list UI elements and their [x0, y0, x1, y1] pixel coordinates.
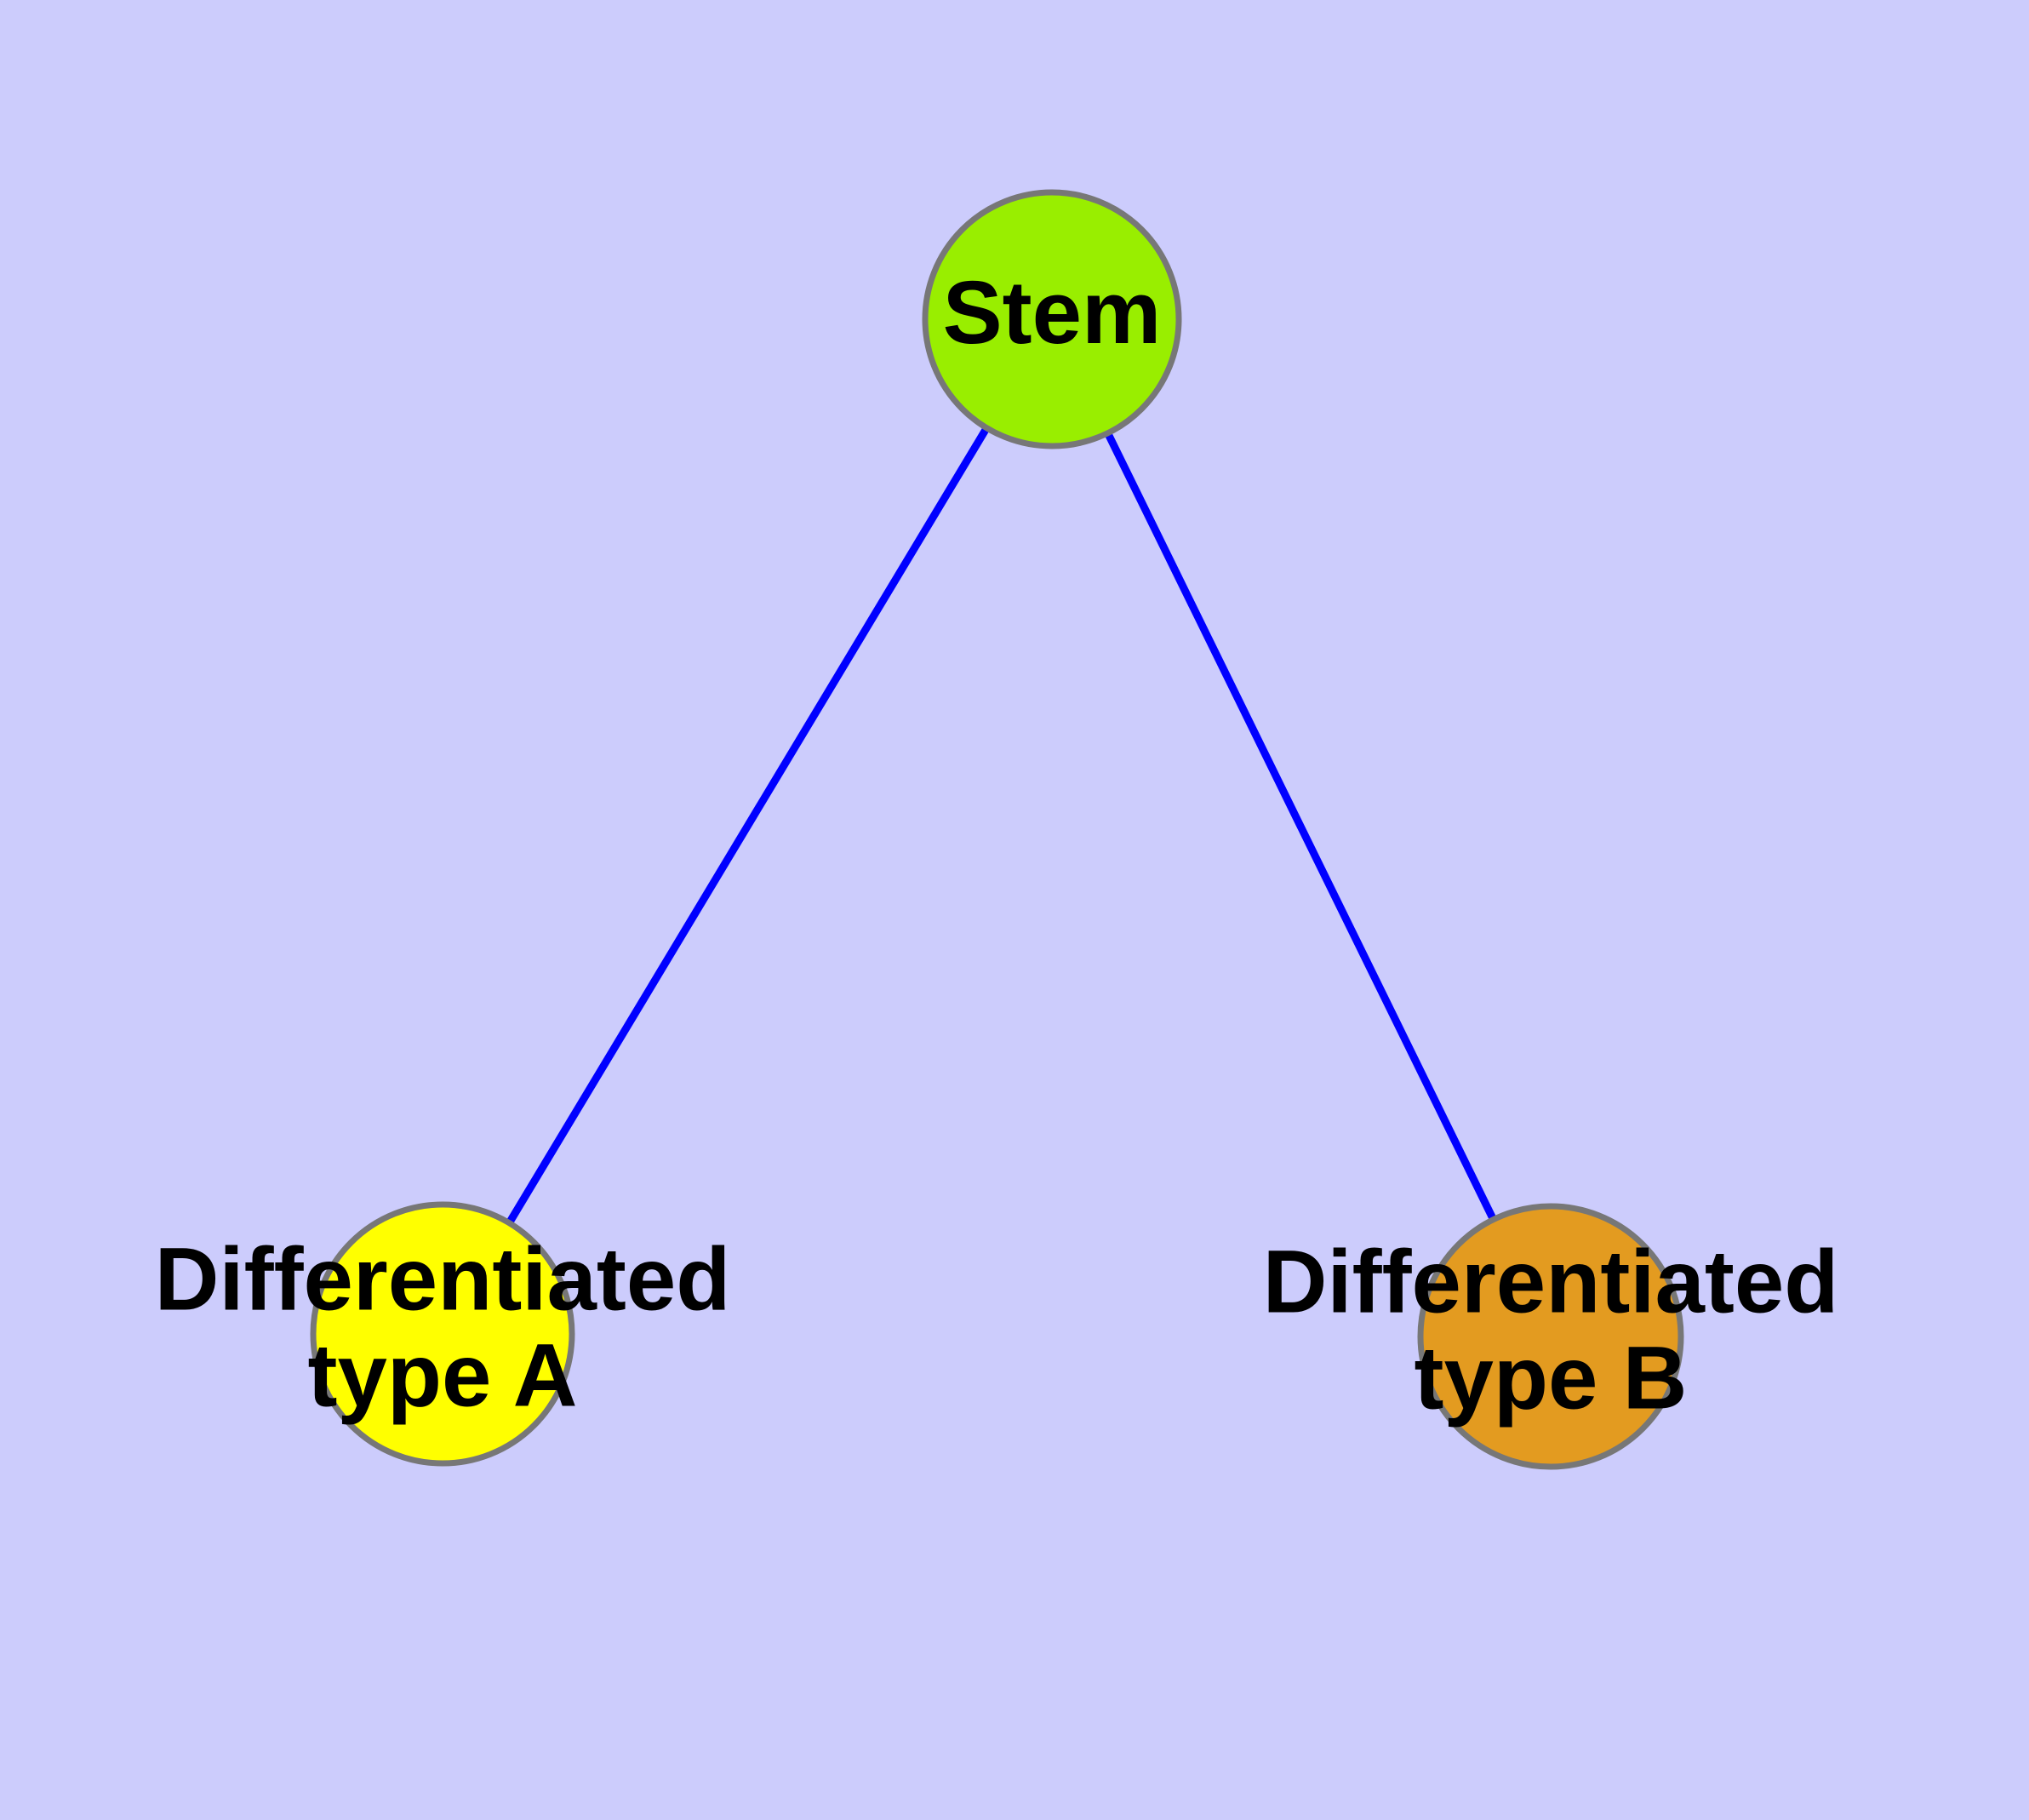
node-label-line: type B: [1415, 1328, 1688, 1428]
edge-layer: [504, 422, 1499, 1228]
node-circle-diff_a[interactable]: [310, 1201, 575, 1467]
graph-edge[interactable]: [1102, 428, 1499, 1225]
node-circle-diff_b[interactable]: [1417, 1203, 1684, 1470]
node-label-line: Stem: [943, 263, 1162, 363]
node-label-stem: Stem: [943, 263, 1162, 363]
graph-node-stem[interactable]: Stem: [922, 189, 1182, 449]
node-label-line: Differentiated: [1263, 1232, 1839, 1331]
graph-edge[interactable]: [504, 422, 992, 1228]
node-label-line: Differentiated: [155, 1229, 731, 1329]
node-circle-stem[interactable]: [922, 189, 1182, 449]
node-label-line: type A: [308, 1325, 578, 1425]
